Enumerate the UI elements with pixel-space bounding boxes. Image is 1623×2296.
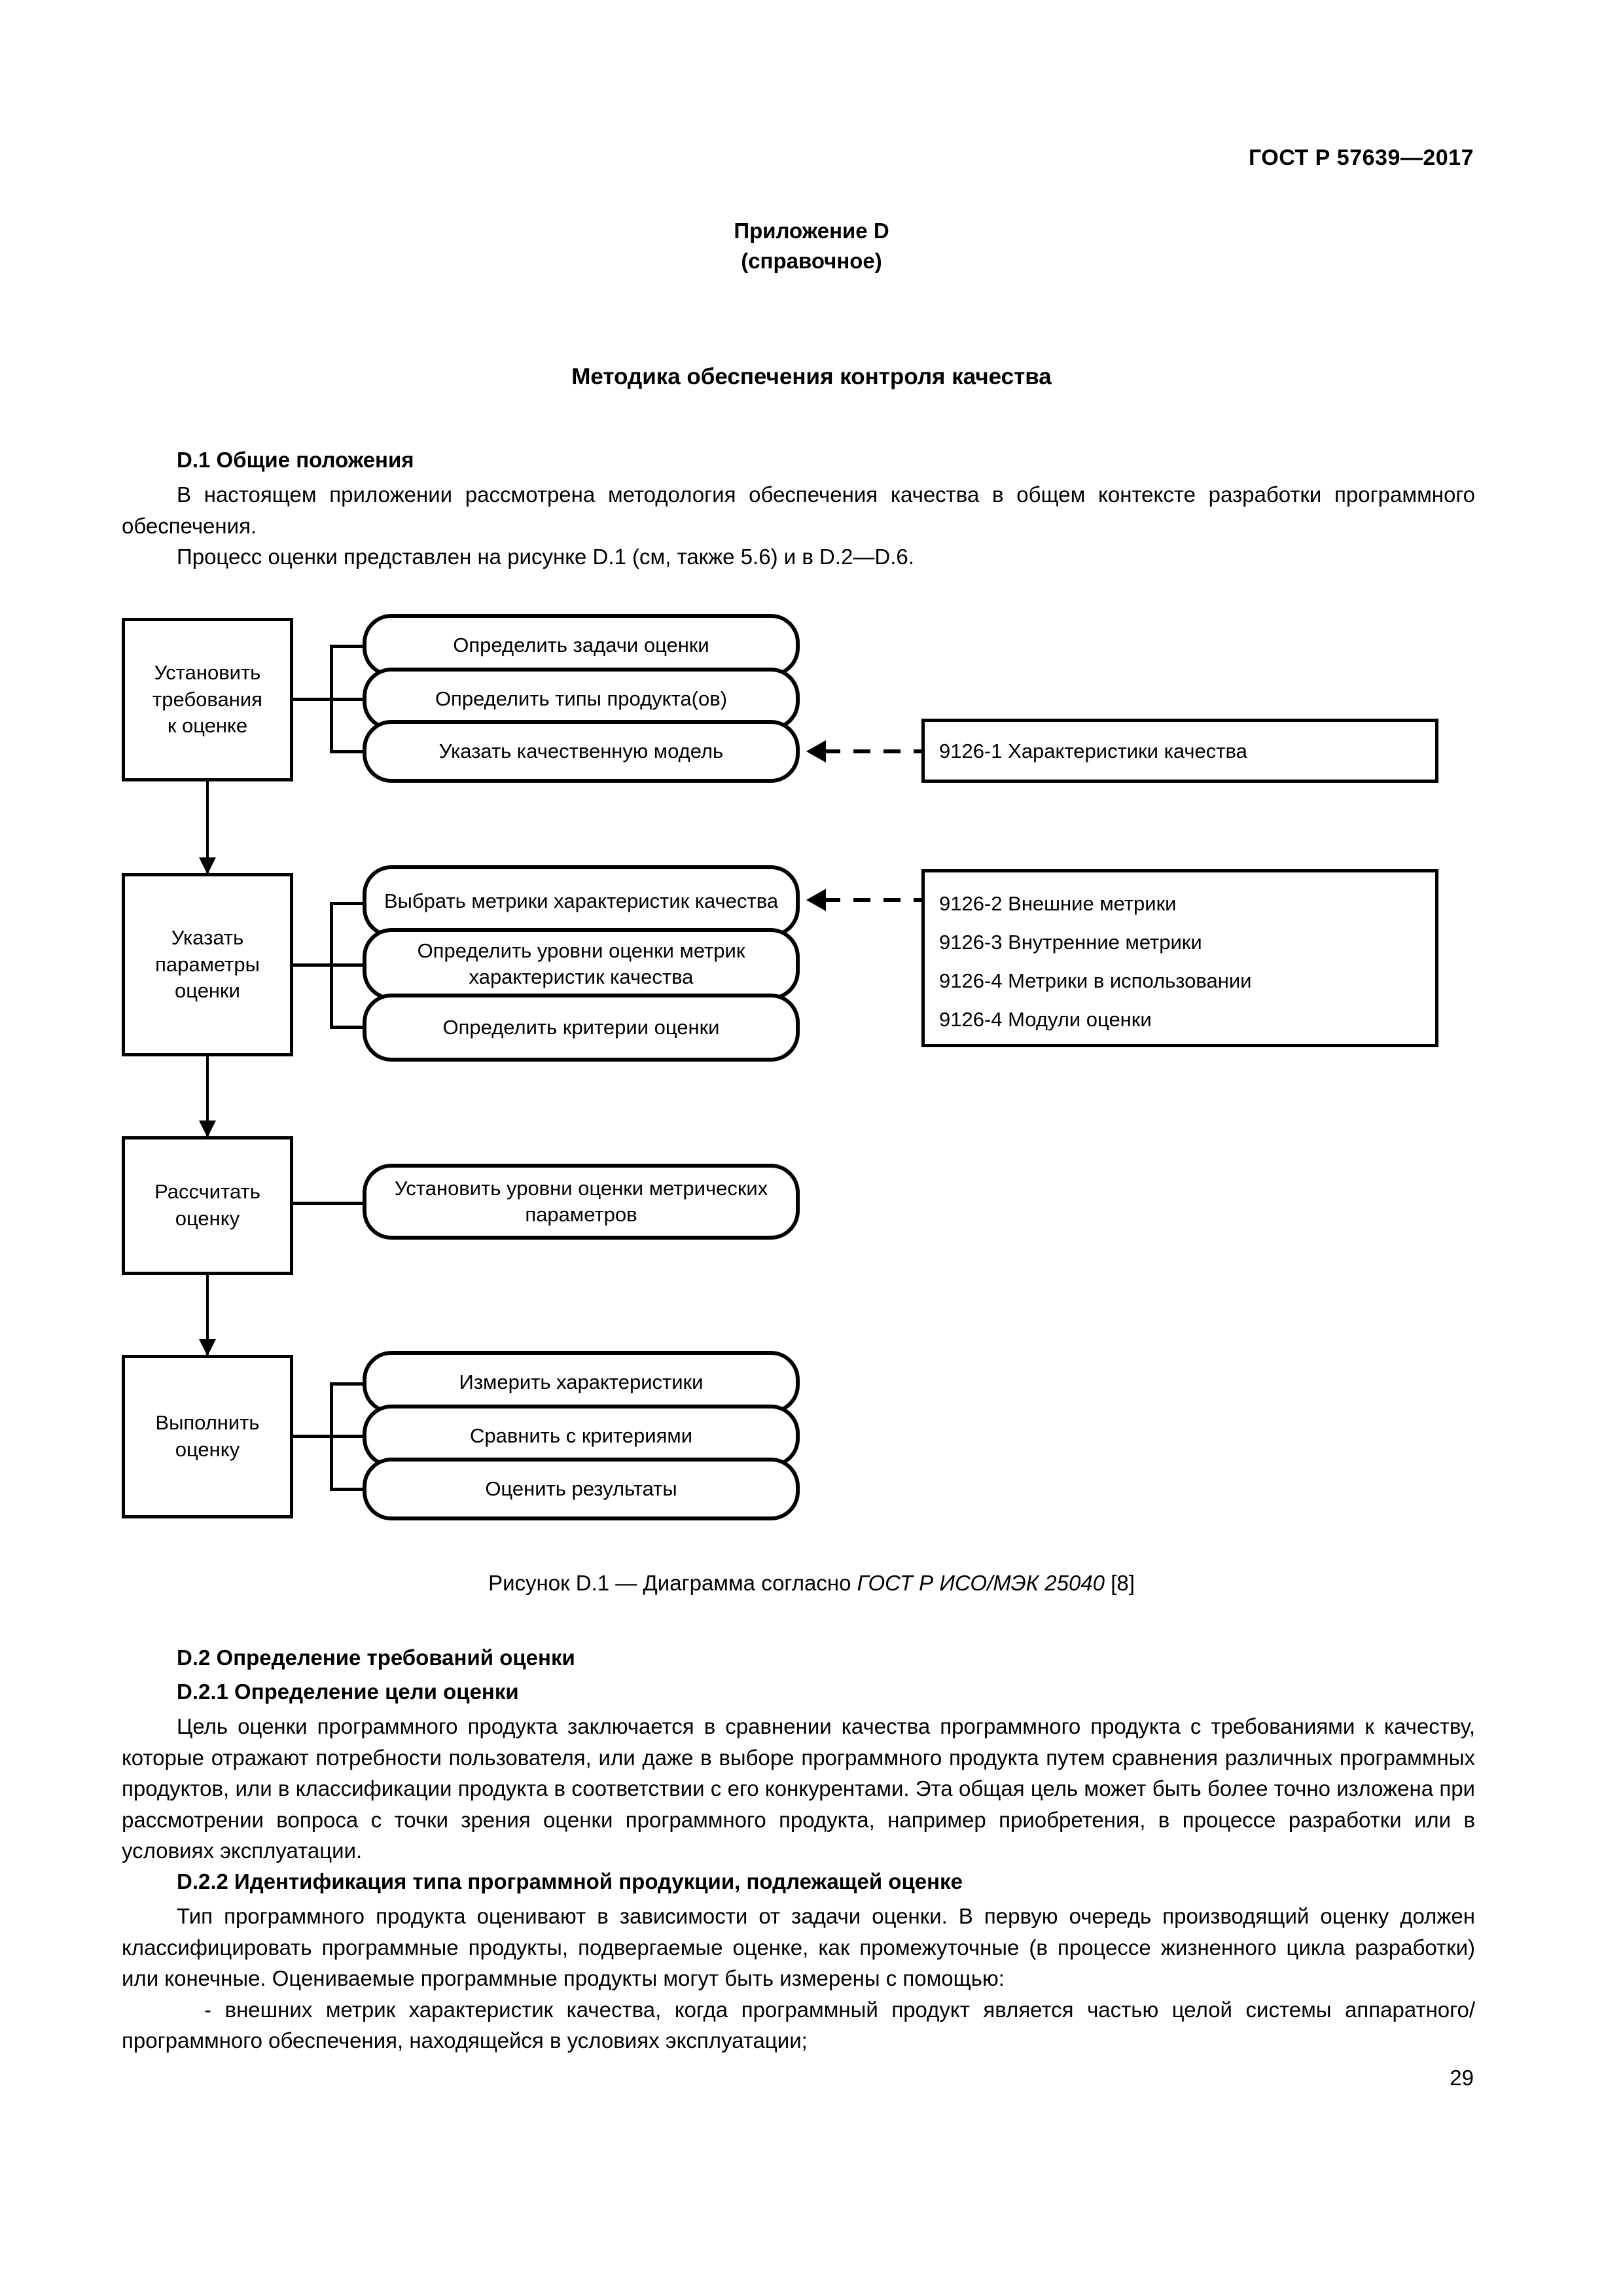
connector-branch-1a <box>330 645 364 648</box>
figure-caption: Рисунок D.1 — Диаграмма согласно ГОСТ Р … <box>0 1571 1623 1596</box>
activity-capsule-4b-label: Сравнить с критериями <box>469 1424 693 1447</box>
activity-capsule-2b-label: Определить уровни оценки метрик характер… <box>417 939 745 988</box>
paragraph-d1-1: В настоящем приложении рассмотрена метод… <box>122 482 1475 538</box>
annex-heading-block: Приложение D (справочное) <box>0 216 1623 276</box>
heading-d2-1: D.2.1 Определение цели оценки <box>177 1679 519 1704</box>
heading-d1: D.1 Общие положения <box>177 448 414 472</box>
reference-box-9126-1: 9126-1 Характеристики качества <box>921 719 1438 783</box>
paragraph-d1-2: Процесс оценки представлен на рисунке D.… <box>177 545 914 569</box>
reference-arrow-top <box>806 749 924 753</box>
activity-capsule-1c-label: Указать качественную модель <box>438 739 724 762</box>
connector-trunk-1 <box>293 698 331 701</box>
figure-d1-diagram: Установить требования к оценке Определит… <box>122 609 1476 1538</box>
page-number: 29 <box>1450 2066 1474 2090</box>
activity-capsule-4a: Измерить характеристики <box>363 1351 800 1414</box>
activity-capsule-1b-label: Определить типы продукта(ов) <box>435 687 728 710</box>
activity-capsule-3a-label: Установить уровни оценки метрических пар… <box>394 1176 768 1226</box>
heading-d2-2: D.2.2 Идентификация типа программной про… <box>177 1869 963 1893</box>
reference-line-9126-2: 9126-2 Внешние метрики <box>939 892 1177 915</box>
activity-capsule-4c: Оценить результаты <box>363 1458 800 1520</box>
figure-caption-prefix: Рисунок D.1 — Диаграмма согласно <box>488 1571 857 1595</box>
figure-caption-standard-ref: ГОСТ Р ИСО/МЭК 25040 <box>857 1571 1105 1595</box>
activity-capsule-1a-label: Определить задачи оценки <box>453 633 709 656</box>
activity-capsule-3a: Установить уровни оценки метрических пар… <box>363 1164 800 1240</box>
flow-arrow-3-to-4 <box>206 1275 209 1355</box>
heading-d2: D.2 Определение требований оценки <box>177 1645 575 1670</box>
connector-branch-2c <box>330 1026 364 1029</box>
section-d1-block: D.1 Общие положения В настоящем приложен… <box>122 445 1475 573</box>
activity-capsule-2c: Определить критерии оценки <box>363 994 800 1062</box>
document-standard-header: ГОСТ Р 57639—2017 <box>1248 145 1474 170</box>
connector-trunk-2 <box>293 963 331 967</box>
annex-method-title: Методика обеспечения контроля качества <box>571 364 1052 389</box>
flow-arrow-1-to-2 <box>206 781 209 873</box>
activity-capsule-2b: Определить уровни оценки метрик характер… <box>363 928 800 1000</box>
figure-caption-suffix: [8] <box>1105 1571 1135 1595</box>
connector-trunk-3 <box>293 1202 364 1205</box>
stage-box-3-label: Рассчитать оценку <box>154 1180 260 1230</box>
connector-branch-4a <box>330 1382 364 1386</box>
activity-capsule-2c-label: Определить критерии оценки <box>442 1015 720 1039</box>
stage-box-1: Установить требования к оценке <box>122 618 293 781</box>
stage-box-4-label: Выполнить оценку <box>155 1411 260 1461</box>
activity-capsule-2a-label: Выбрать метрики характеристик качества <box>383 889 779 912</box>
stage-box-2-label: Указать параметры оценки <box>155 925 260 1003</box>
reference-line-9126-3: 9126-3 Внутренние метрики <box>939 931 1202 954</box>
activity-capsule-4b: Сравнить с критериями <box>363 1405 800 1467</box>
connector-trunk-4 <box>293 1435 331 1438</box>
activity-capsule-4a-label: Измерить характеристики <box>459 1370 704 1393</box>
connector-branch-2b <box>330 963 364 967</box>
activity-capsule-4c-label: Оценить результаты <box>485 1477 677 1500</box>
connector-branch-4b <box>330 1435 364 1438</box>
annex-title: Приложение D <box>734 219 889 243</box>
reference-line-9126-4-modules: 9126-4 Модули оценки <box>939 1008 1152 1031</box>
activity-capsule-2a: Выбрать метрики характеристик качества <box>363 865 800 937</box>
stage-box-1-label: Установить требования к оценке <box>152 660 262 738</box>
stage-box-4: Выполнить оценку <box>122 1355 293 1518</box>
connector-branch-1b <box>330 698 364 701</box>
stage-box-2: Указать параметры оценки <box>122 873 293 1056</box>
reference-arrow-group <box>806 898 924 902</box>
annex-subtitle: (справочное) <box>741 248 882 273</box>
reference-box-9126-group: 9126-2 Внешние метрики 9126-3 Внутренние… <box>921 869 1438 1047</box>
flow-arrow-2-to-3 <box>206 1056 209 1136</box>
section-d2-block: D.2 Определение требований оценки D.2.1 … <box>122 1643 1475 2056</box>
reference-line-9126-4-metrics: 9126-4 Метрики в использовании <box>939 969 1252 992</box>
paragraph-d2-2-2: - внешних метрик характеристик качества,… <box>122 1997 1475 2053</box>
paragraph-d2-1-1: Цель оценки программного продукта заключ… <box>122 1714 1475 1863</box>
paragraph-d2-2-1: Тип программного продукта оценивают в за… <box>122 1904 1475 1991</box>
connector-branch-2a <box>330 902 364 905</box>
connector-branch-1c <box>330 750 364 753</box>
activity-capsule-1c: Указать качественную модель <box>363 720 800 783</box>
reference-box-9126-1-label: 9126-1 Характеристики качества <box>939 739 1247 762</box>
stage-box-3: Рассчитать оценку <box>122 1136 293 1275</box>
connector-branch-4c <box>330 1488 364 1491</box>
